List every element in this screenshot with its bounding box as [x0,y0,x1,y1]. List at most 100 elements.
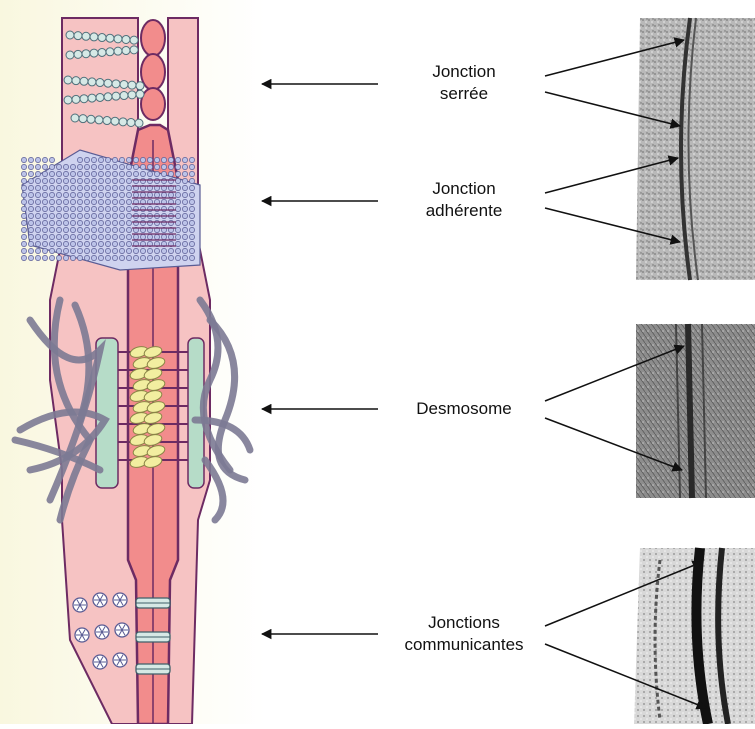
adherens-bead [182,199,187,204]
adherens-bead [42,206,47,211]
tight-junction-bead [95,116,103,124]
adherens-bead [119,199,124,204]
adherens-bead [161,192,166,197]
tight-junction-bead [111,117,119,125]
label-tight-junction: Jonction serrée [404,61,524,105]
adherens-bead [105,234,110,239]
adherens-bead [126,220,131,225]
adherens-bead [161,234,166,239]
adherens-bead [21,164,26,169]
adherens-bead [175,157,180,162]
adherens-bead [119,241,124,246]
adherens-bead [168,248,173,253]
adherens-bead [21,157,26,162]
adherens-bead [175,185,180,190]
adherens-bead [189,220,194,225]
adherens-bead [28,213,33,218]
adherens-bead [56,192,61,197]
adherens-bead [98,157,103,162]
tight-junction-bead [96,93,104,101]
adherens-bead [154,206,159,211]
adherens-bead [28,157,33,162]
adherens-bead [84,157,89,162]
adherens-bead [126,157,131,162]
adherens-bead [154,234,159,239]
adherens-bead [182,220,187,225]
adherens-bead [21,213,26,218]
adherens-bead [84,206,89,211]
adherens-bead [84,227,89,232]
adherens-bead [91,255,96,260]
adherens-bead [168,234,173,239]
adherens-beads [21,157,194,260]
adherens-bead [154,255,159,260]
adherens-bead [98,227,103,232]
adherens-bead [98,192,103,197]
adherens-bead [28,192,33,197]
adherens-bead [77,234,82,239]
adherens-bead [182,255,187,260]
label-gap-line2: communicantes [384,634,544,656]
adherens-bead [49,234,54,239]
adherens-bead [182,192,187,197]
tight-junction-bead [104,79,112,87]
adherens-bead [63,227,68,232]
adherens-bead [70,241,75,246]
adherens-bead [49,220,54,225]
adherens-bead [112,255,117,260]
tight-junction-bead [112,92,120,100]
tight-junction-bead [88,78,96,86]
adherens-bead [105,206,110,211]
label-tight-line2: serrée [404,83,524,105]
adherens-bead [168,206,173,211]
tight-junction-bead [80,95,88,103]
adherens-bead [63,220,68,225]
adherens-bead [119,234,124,239]
label-desmosome-line1: Desmosome [394,398,534,420]
adherens-bead [140,171,145,176]
adherens-bead [35,241,40,246]
tight-junction-bead [90,49,98,57]
adherens-bead [49,213,54,218]
adherens-bead [126,192,131,197]
adherens-bead [77,171,82,176]
adherens-bead [147,220,152,225]
adherens-bead [175,241,180,246]
adherens-bead [63,241,68,246]
adherens-bead [91,185,96,190]
adherens-bead [98,213,103,218]
micrograph-gap-junction [634,548,755,724]
adherens-bead [70,227,75,232]
adherens-bead [49,199,54,204]
adherens-bead [63,178,68,183]
adherens-bead [91,206,96,211]
adherens-bead [70,185,75,190]
adherens-bead [63,213,68,218]
adherens-bead [175,234,180,239]
adherens-bead [154,178,159,183]
adherens-bead [168,192,173,197]
adherens-bead [70,206,75,211]
tight-junction-bead [98,48,106,56]
tight-junction-bead [128,81,136,89]
adherens-bead [112,234,117,239]
adherens-bead [126,227,131,232]
adherens-bead [56,185,61,190]
tight-junction-bead [120,92,128,100]
label-gap-junctions: Jonctions communicantes [384,612,544,656]
micrograph-desmosome [636,324,755,498]
adherens-bead [28,164,33,169]
adherens-bead [175,213,180,218]
adherens-bead [189,199,194,204]
adherens-bead [133,171,138,176]
adherens-bead [42,199,47,204]
adherens-bead [49,157,54,162]
adherens-bead [140,164,145,169]
adherens-bead [21,241,26,246]
adherens-bead [42,220,47,225]
adherens-bead [182,213,187,218]
adherens-bead [119,164,124,169]
adherens-bead [28,255,33,260]
adherens-bead [21,206,26,211]
